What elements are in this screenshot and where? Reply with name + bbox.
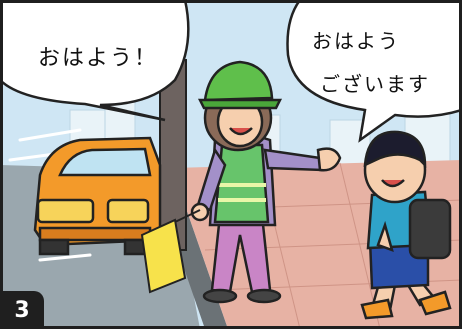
child-greeting-line2: ございます bbox=[320, 72, 430, 96]
child-greeting-line1: おはよう bbox=[312, 29, 400, 53]
schoolchild bbox=[360, 130, 452, 320]
speech-bubble-child bbox=[286, 0, 462, 143]
crossing-guard bbox=[190, 60, 342, 304]
yellow-flag bbox=[140, 209, 201, 294]
panel-number-badge: 3 bbox=[0, 291, 44, 329]
guard-greeting-text: おはよう！ bbox=[38, 46, 159, 71]
speech-bubble-guard bbox=[0, 0, 190, 122]
